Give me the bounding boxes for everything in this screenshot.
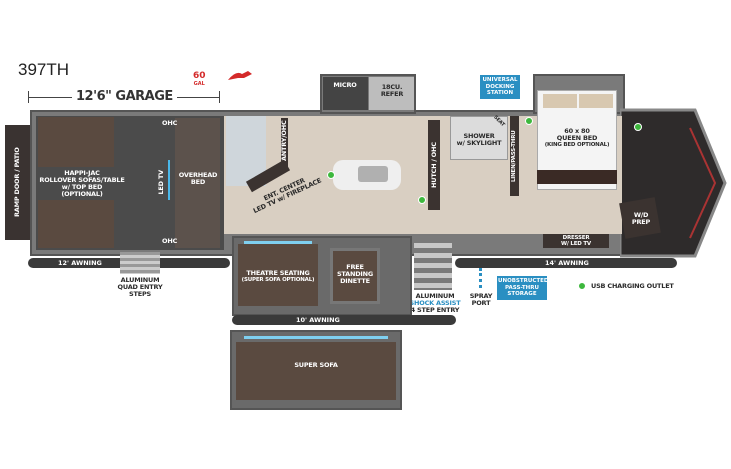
dinette <box>330 248 380 304</box>
overhead-bed <box>175 118 220 248</box>
label-line: W/ LED TV <box>561 241 591 247</box>
dimension-tick <box>28 91 29 103</box>
awning-10: 10' AWNING <box>232 315 456 325</box>
fuel-amount: 60 <box>193 71 206 81</box>
fuel-nozzle-icon <box>228 71 252 80</box>
label-line: PORT <box>471 299 491 307</box>
linen-label: LINEN/PASS-THRU <box>510 116 519 196</box>
super-sofa <box>236 342 396 400</box>
model-title: 397TH <box>18 60 70 79</box>
label-line: ALUMINUM <box>120 276 160 284</box>
label-line: 60 x 80 <box>564 127 590 135</box>
label-line: THEATRE SEATING <box>246 269 310 277</box>
usb-outlet-icon <box>634 123 642 131</box>
label-line: (KING BED OPTIONAL) <box>544 142 610 148</box>
hutch-label: HUTCH / OHC <box>428 120 440 210</box>
ramp-door-label: RAMP DOOR / PATIO <box>13 147 21 218</box>
label-line: 18CU. <box>381 83 403 91</box>
led-tv-label: LED TV <box>157 170 165 195</box>
fuel-unit: GAL <box>193 81 205 87</box>
sofa-line: HAPPI-JAC <box>64 169 100 177</box>
label-line: STEPS <box>128 290 151 298</box>
label-line: ALUMINUM <box>415 292 455 300</box>
usb-outlet-icon <box>327 171 335 179</box>
usb-outlet-icon <box>418 196 426 204</box>
sofa-line: (OPTIONAL) <box>61 190 103 198</box>
entry-steps <box>414 238 452 290</box>
spray-hose-icon <box>479 268 483 288</box>
label-line: REFER <box>380 90 404 98</box>
label-line: W/D <box>633 211 649 219</box>
label-line: QUEEN BED <box>556 134 598 142</box>
label-line: STANDING <box>336 270 374 278</box>
label-line: DOCKING <box>485 83 515 90</box>
micro-label: MICRO <box>333 81 357 89</box>
ohc-label: OHC <box>162 119 178 127</box>
label-line: PREP <box>631 218 651 226</box>
label-line: SPRAY <box>469 292 493 300</box>
super-sofa-label: SUPER SOFA <box>294 361 338 369</box>
label-line: SHOCK ASSIST <box>409 299 461 307</box>
refer-label: 18CU.REFER <box>370 84 414 98</box>
garage-led-tv <box>168 160 170 200</box>
bed-runner <box>537 170 617 184</box>
sofa-line: ROLLOVER SOFAS/TABLE <box>39 176 125 184</box>
sofa-line: w/ TOP BED <box>61 183 103 191</box>
window <box>244 241 312 244</box>
theatre-seating <box>238 244 318 306</box>
label-line: (SUPER SOFA OPTIONAL) <box>241 277 315 283</box>
legend-usb-icon <box>578 282 586 290</box>
label-line: PASS-THRU <box>505 284 539 291</box>
label-line: STATION <box>486 90 514 96</box>
micro <box>323 77 368 110</box>
label-line: w/ SKYLIGHT <box>456 139 502 147</box>
label-line: BED <box>190 178 206 186</box>
sofa-bottom <box>38 200 114 248</box>
sink <box>358 166 388 182</box>
label-line: FREE <box>346 263 364 271</box>
sofa-top <box>38 117 114 167</box>
theatre-label: THEATRE SEATING(SUPER SOFA OPTIONAL) <box>236 270 320 284</box>
label-line: QUAD ENTRY <box>117 283 163 291</box>
label-line: 4 STEP ENTRY <box>410 306 460 314</box>
label-line: STORAGE <box>507 291 537 297</box>
shower <box>450 116 508 160</box>
label-line: SHOWER <box>463 132 495 140</box>
pillow <box>579 94 613 108</box>
legend-usb-label: USB CHARGING OUTLET <box>591 282 674 290</box>
label-line: OVERHEAD <box>178 171 218 179</box>
awning-14: 14' AWNING <box>455 258 677 268</box>
label-line: DRESSER <box>562 235 590 241</box>
dimension-tick <box>219 91 220 103</box>
ohc-label: OHC <box>162 237 178 245</box>
label-line: DINETTE <box>340 277 370 285</box>
label-line: UNIVERSAL <box>482 77 518 83</box>
dresser <box>543 234 609 248</box>
refrigerator <box>369 77 414 110</box>
garage-dimension-label: 12'6" GARAGE <box>72 89 177 104</box>
label-line: UNOBSTRUCTED <box>498 278 549 284</box>
usb-outlet-icon <box>525 117 533 125</box>
window <box>244 336 388 339</box>
fuel-capacity: 60 GAL <box>193 72 206 88</box>
pillow <box>543 94 577 108</box>
quad-entry-steps <box>120 252 160 274</box>
